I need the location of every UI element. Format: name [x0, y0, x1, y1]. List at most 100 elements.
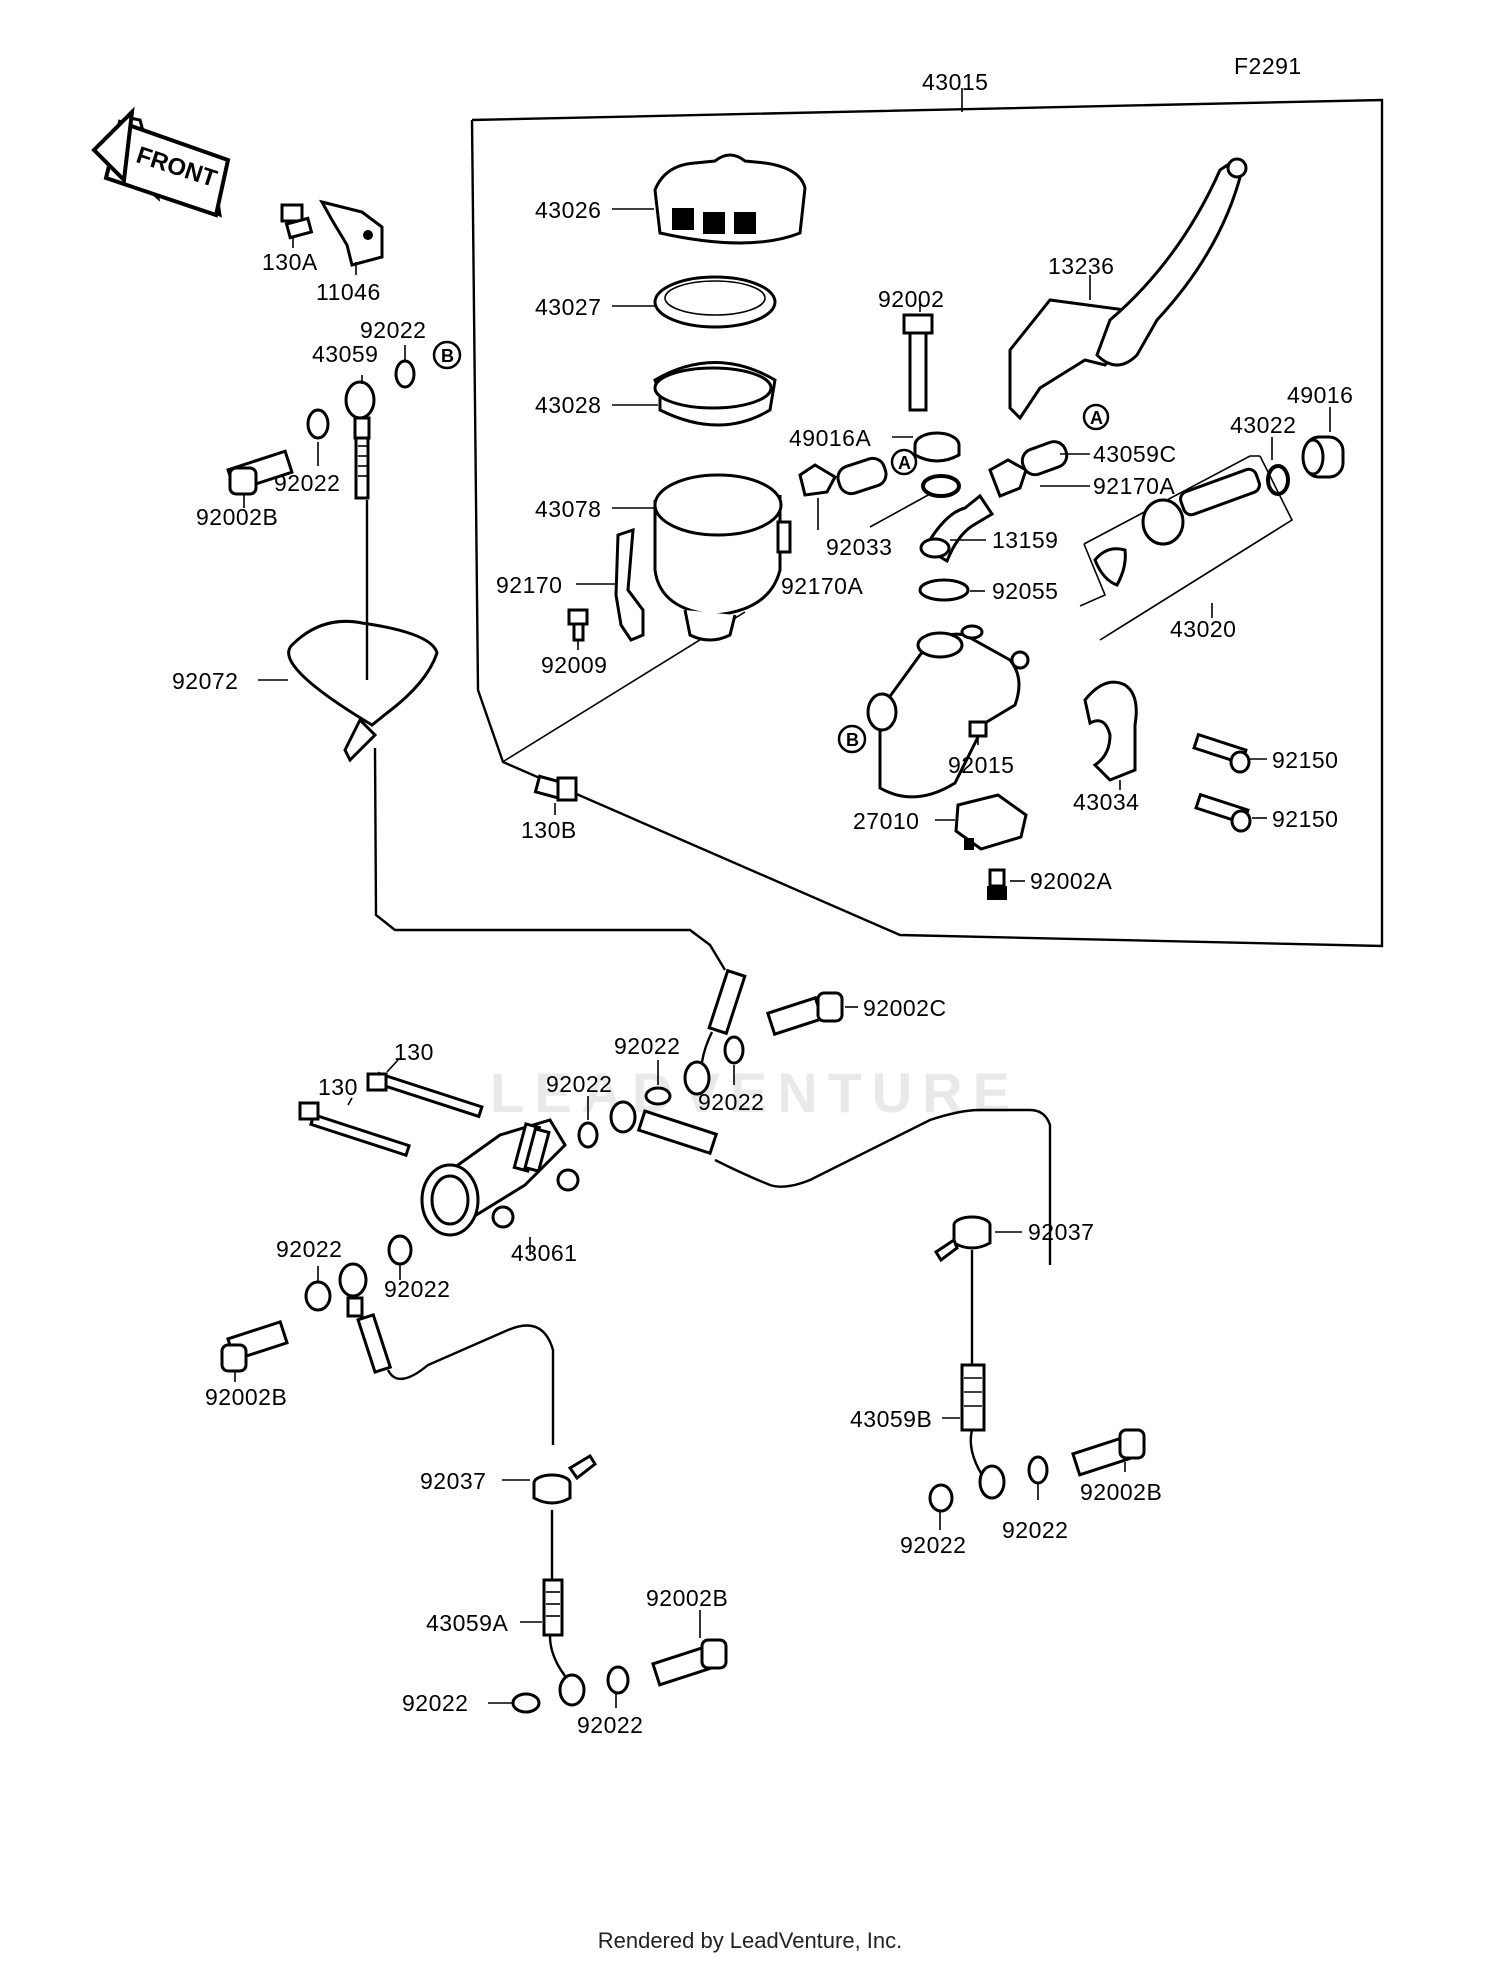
washer-92022-mid-c [577, 1096, 599, 1149]
label-43059: 43059 [312, 341, 378, 367]
circlip-92033 [869, 474, 961, 528]
reservoir-body [612, 473, 792, 642]
label-49016A: 49016A [789, 425, 871, 451]
label-43059B: 43059B [850, 1406, 932, 1432]
callout-a-1: A [890, 448, 918, 476]
bolt-92002C [765, 991, 858, 1037]
washer-92022-low-b [387, 1234, 413, 1280]
label-130A: 130A [262, 249, 318, 275]
hose-clamp-92037-right [933, 1215, 1022, 1263]
label-13159: 13159 [992, 527, 1058, 553]
brake-switch-27010 [935, 793, 1028, 851]
label-43022: 43022 [1230, 412, 1296, 438]
label-92072: 92072 [172, 668, 238, 694]
label-92150-b: 92150 [1272, 806, 1338, 832]
holder-clamp-43034 [1083, 680, 1138, 790]
label-43026: 43026 [535, 197, 601, 223]
hose-43059B [942, 1250, 1006, 1500]
hose-piece-43059C [988, 440, 1090, 498]
hose-clamp-92037-left [502, 1453, 597, 1505]
label-92022-bottom-a: 92022 [402, 1690, 468, 1716]
piston-kit-43020 [1079, 455, 1294, 641]
washer-92022-right-b [1027, 1455, 1049, 1500]
label-11046: 11046 [316, 279, 381, 305]
tie-band-92072 [258, 619, 439, 763]
elbow-fitting [919, 493, 995, 564]
label-92002: 92002 [878, 286, 944, 312]
watermark-text: LEADVENTURE [490, 1061, 1020, 1124]
bolt-130A [280, 203, 314, 248]
label-92037-left: 92037 [420, 1468, 486, 1494]
callout-b-2: B [432, 340, 462, 370]
circlip-43022 [1266, 437, 1290, 496]
label-130-a: 130 [394, 1039, 434, 1065]
callout-b-1: B [837, 724, 867, 754]
label-92170: 92170 [496, 572, 562, 598]
banjo-bolt-92002B-right [1071, 1428, 1146, 1477]
label-92022-mid-c: 92022 [546, 1071, 612, 1097]
reservoir-cap [612, 153, 807, 245]
boot-49016A [892, 431, 961, 463]
label-43027: 43027 [535, 294, 601, 320]
svg-text:A: A [1090, 408, 1103, 428]
bolt-130-a [366, 1059, 484, 1119]
label-92037-right: 92037 [1028, 1219, 1094, 1245]
hose-43059A-upper [338, 1262, 555, 1445]
reservoir-clamp [576, 527, 645, 642]
label-92022-right-b: 92022 [1002, 1517, 1068, 1543]
bracket-11046 [319, 199, 384, 275]
label-49016: 49016 [1287, 382, 1353, 408]
label-43028: 43028 [535, 392, 601, 418]
label-92022-low-b: 92022 [384, 1276, 450, 1302]
label-92002B-right: 92002B [1080, 1479, 1162, 1505]
label-92022-right-a: 92022 [900, 1532, 966, 1558]
svg-text:B: B [441, 346, 454, 366]
label-130B: 130B [521, 817, 577, 843]
diaphragm-ring [612, 275, 777, 329]
diaphragm [612, 361, 777, 427]
label-43015: 43015 [922, 69, 988, 95]
label-92022-low-a: 92022 [276, 1236, 342, 1262]
svg-text:B: B [846, 730, 859, 750]
svg-text:A: A [898, 453, 911, 473]
figure-code: F2291 [1234, 53, 1302, 79]
label-92022-mid-a: 92022 [614, 1033, 680, 1059]
joint-43061 [420, 1118, 580, 1255]
master-cylinder-body [866, 624, 1030, 799]
footer-credit: Rendered by LeadVenture, Inc. [597, 1928, 903, 1953]
o-ring-92055 [918, 578, 985, 602]
hose-clamp-left [798, 456, 888, 530]
label-92009: 92009 [541, 652, 607, 678]
bolt-92150-b [1194, 792, 1267, 833]
label-92002B-top: 92002B [196, 504, 278, 530]
screw-92015 [968, 720, 988, 745]
banjo-hose-right [609, 1100, 1052, 1265]
hose-43059A [520, 1510, 586, 1707]
boot-49016 [1301, 407, 1345, 479]
brake-line-down [373, 747, 727, 971]
brake-hose-43059 [344, 375, 376, 500]
washer-92022-bottom-a [488, 1692, 541, 1714]
bolt-130B [533, 774, 578, 815]
banjo-bolt-92002B-top [226, 449, 294, 508]
label-92022-mid-b: 92022 [698, 1089, 764, 1115]
washer-92022-mid-a [644, 1060, 672, 1106]
front-arrow-icon: FRONT [91, 106, 231, 218]
label-92002B-bottom: 92002B [646, 1585, 728, 1611]
washer-92022-left [306, 408, 330, 466]
label-92002B-lower: 92002B [205, 1384, 287, 1410]
washer-92022-mid-b [723, 1035, 745, 1085]
label-43061: 43061 [511, 1240, 577, 1266]
label-92033: 92033 [826, 534, 892, 560]
washer-92022-right-a [928, 1483, 954, 1530]
label-43059C: 43059C [1093, 441, 1177, 467]
screw-92002A [987, 868, 1025, 900]
bolt-92002 [902, 303, 934, 412]
label-130-b: 130 [318, 1074, 358, 1100]
middle-hose-fitting [683, 968, 747, 1096]
label-92170A-left: 92170A [781, 573, 863, 599]
label-92150-a: 92150 [1272, 747, 1338, 773]
label-43034: 43034 [1073, 789, 1139, 815]
label-92022-bottom-b: 92022 [577, 1712, 643, 1738]
